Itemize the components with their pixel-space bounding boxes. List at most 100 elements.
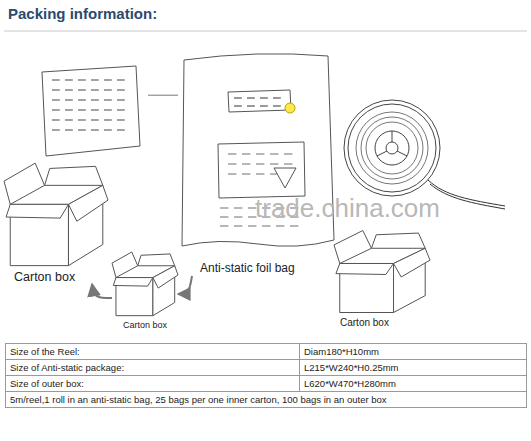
print-mark <box>52 99 60 100</box>
spec-table: Size of the Reel:Diam180*H10mmSize of An… <box>5 343 527 408</box>
table-row: 5m/reel,1 roll in an anti-static bag, 25… <box>6 392 527 408</box>
print-mark <box>78 99 86 100</box>
print-mark <box>91 129 99 130</box>
print-mark <box>234 225 242 226</box>
print-mark <box>228 163 236 164</box>
print-mark <box>260 105 268 106</box>
outline-stroke <box>4 163 45 204</box>
print-mark <box>290 225 298 226</box>
print-mark <box>276 225 284 226</box>
print-mark <box>220 225 228 226</box>
node-caption: Carton box <box>4 270 108 284</box>
print-mark <box>234 105 242 106</box>
carton-box: Carton box <box>112 250 178 330</box>
print-mark <box>256 163 264 164</box>
print-mark <box>65 129 73 130</box>
flow-arrow <box>92 284 112 298</box>
reel-drawing <box>344 100 505 209</box>
print-mark <box>52 129 60 130</box>
print-mark <box>91 109 99 110</box>
print-mark <box>52 109 60 110</box>
table-cell: Size of the Reel: <box>6 344 300 360</box>
table-row: Size of Anti-static package:L215*W240*H0… <box>6 360 527 376</box>
illustration-stroke <box>375 131 409 165</box>
print-mark <box>247 105 255 106</box>
print-mark <box>270 153 278 154</box>
watermark: trade.china.com <box>255 193 440 224</box>
illustration-stroke <box>377 151 387 156</box>
node-caption: Anti-static foil bag <box>178 262 342 276</box>
print-mark <box>256 173 264 174</box>
shape-group <box>112 252 178 316</box>
outline-stroke <box>394 248 430 277</box>
outline-stroke <box>228 90 291 112</box>
outline-stroke <box>274 168 296 188</box>
anti-static-bag: Anti-static foil bag <box>178 50 342 276</box>
table-cell: 5m/reel,1 roll in an anti-static bag, 25… <box>6 392 527 408</box>
carton-box: Carton box <box>334 228 430 328</box>
print-mark <box>247 97 255 98</box>
print-mark <box>220 207 228 208</box>
print-mark <box>242 163 250 164</box>
outline-stroke <box>138 254 175 266</box>
print-mark <box>234 207 242 208</box>
title-rule <box>4 31 527 32</box>
print-mark <box>78 79 86 80</box>
outline-stroke <box>6 204 68 218</box>
print-mark <box>78 109 86 110</box>
print-mark <box>65 89 73 90</box>
print-mark <box>262 225 270 226</box>
outline-stroke <box>218 142 305 198</box>
outline-stroke <box>45 166 103 185</box>
illustration-stroke <box>344 100 440 196</box>
anti-static-bag-outline <box>178 50 342 276</box>
print-mark <box>65 109 73 110</box>
print-mark <box>228 153 236 154</box>
print-mark <box>104 109 112 110</box>
outline-stroke <box>68 185 108 221</box>
print-mark <box>260 97 268 98</box>
shape-group <box>42 66 140 156</box>
table-cell: L620*W470*H280mm <box>300 376 527 392</box>
print-mark <box>78 129 86 130</box>
print-mark <box>117 119 125 120</box>
illustration-stroke <box>361 117 423 179</box>
print-mark <box>65 79 73 80</box>
flow-arrow <box>178 276 192 294</box>
print-mark <box>270 163 278 164</box>
print-mark <box>91 89 99 90</box>
print-mark <box>117 89 125 90</box>
leader-line <box>148 95 178 96</box>
print-mark <box>91 99 99 100</box>
carton-box-outline <box>334 228 430 328</box>
print-mark <box>91 79 99 80</box>
carton-box-outline <box>4 160 108 284</box>
table-cell: Size of outer box: <box>6 376 300 392</box>
print-mark <box>117 129 125 130</box>
table-cell: L215*W240*H0.25mm <box>300 360 527 376</box>
print-mark <box>273 105 281 106</box>
print-mark <box>78 89 86 90</box>
print-mark <box>228 173 236 174</box>
shape-group <box>4 163 108 265</box>
node-caption: Carton box <box>334 317 430 329</box>
print-mark <box>117 79 125 80</box>
print-mark <box>117 109 125 110</box>
illustration-stroke <box>348 104 436 192</box>
table-cell: Diam180*H10mm <box>300 344 527 360</box>
illustration-stroke <box>386 142 398 154</box>
print-mark <box>52 89 60 90</box>
esd-sticker <box>285 103 295 113</box>
illustration-stroke <box>356 112 428 184</box>
carton-box-outline <box>112 250 178 330</box>
outline-stroke <box>42 66 140 156</box>
print-mark <box>52 119 60 120</box>
print-mark <box>117 99 125 100</box>
outline-stroke <box>334 231 371 264</box>
print-mark <box>256 153 264 154</box>
print-mark <box>284 153 292 154</box>
illustration-stroke <box>392 131 393 142</box>
print-mark <box>284 163 292 164</box>
illustration-stroke <box>430 184 505 209</box>
print-mark <box>65 99 73 100</box>
